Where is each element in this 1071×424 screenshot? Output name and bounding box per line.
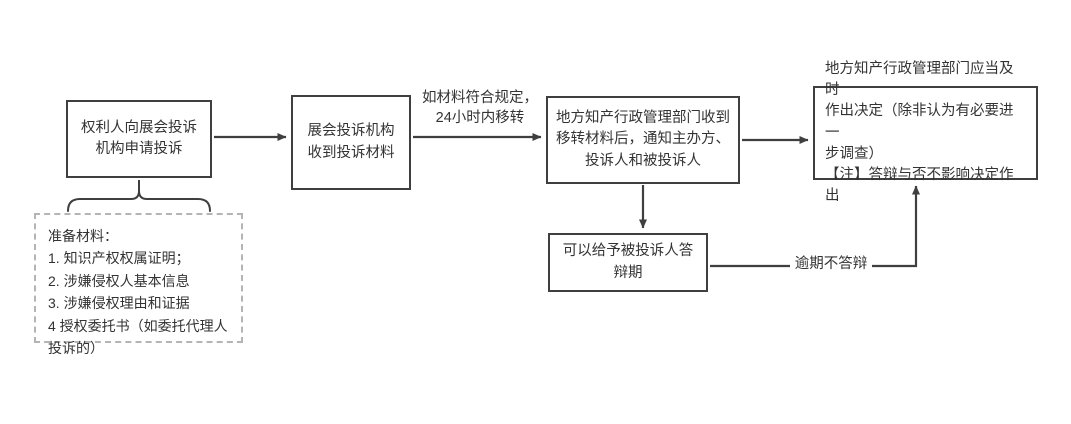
brace-node1-to-note (67, 190, 211, 212)
note-required-materials: 准备材料： 1. 知识产权权属证明； 2. 涉嫌侵权人基本信息 3. 涉嫌侵权理… (34, 213, 243, 356)
node-rights-holder-complaint[interactable]: 权利人向展会投诉 机构申请投诉 (66, 100, 212, 178)
node-defense-period[interactable]: 可以给予被投诉人答 辩期 (548, 233, 708, 292)
edge-label-transfer-condition: 如材料符合规定， 24小时内移转 (416, 88, 544, 129)
edge-label-overdue-no-defense: 逾期不答辩 (790, 254, 872, 275)
node-local-ip-dept-receives[interactable]: 地方知产行政管理部门收到 移转材料后，通知主办方、 投诉人和被投诉人 (546, 96, 740, 184)
node-exhibition-body-receives[interactable]: 展会投诉机构 收到投诉材料 (291, 95, 411, 190)
node-local-ip-dept-decision[interactable]: 地方知产行政管理部门应当及时 作出决定（除非认为有必要进一 步调查） 【注】答辩… (813, 61, 1038, 204)
